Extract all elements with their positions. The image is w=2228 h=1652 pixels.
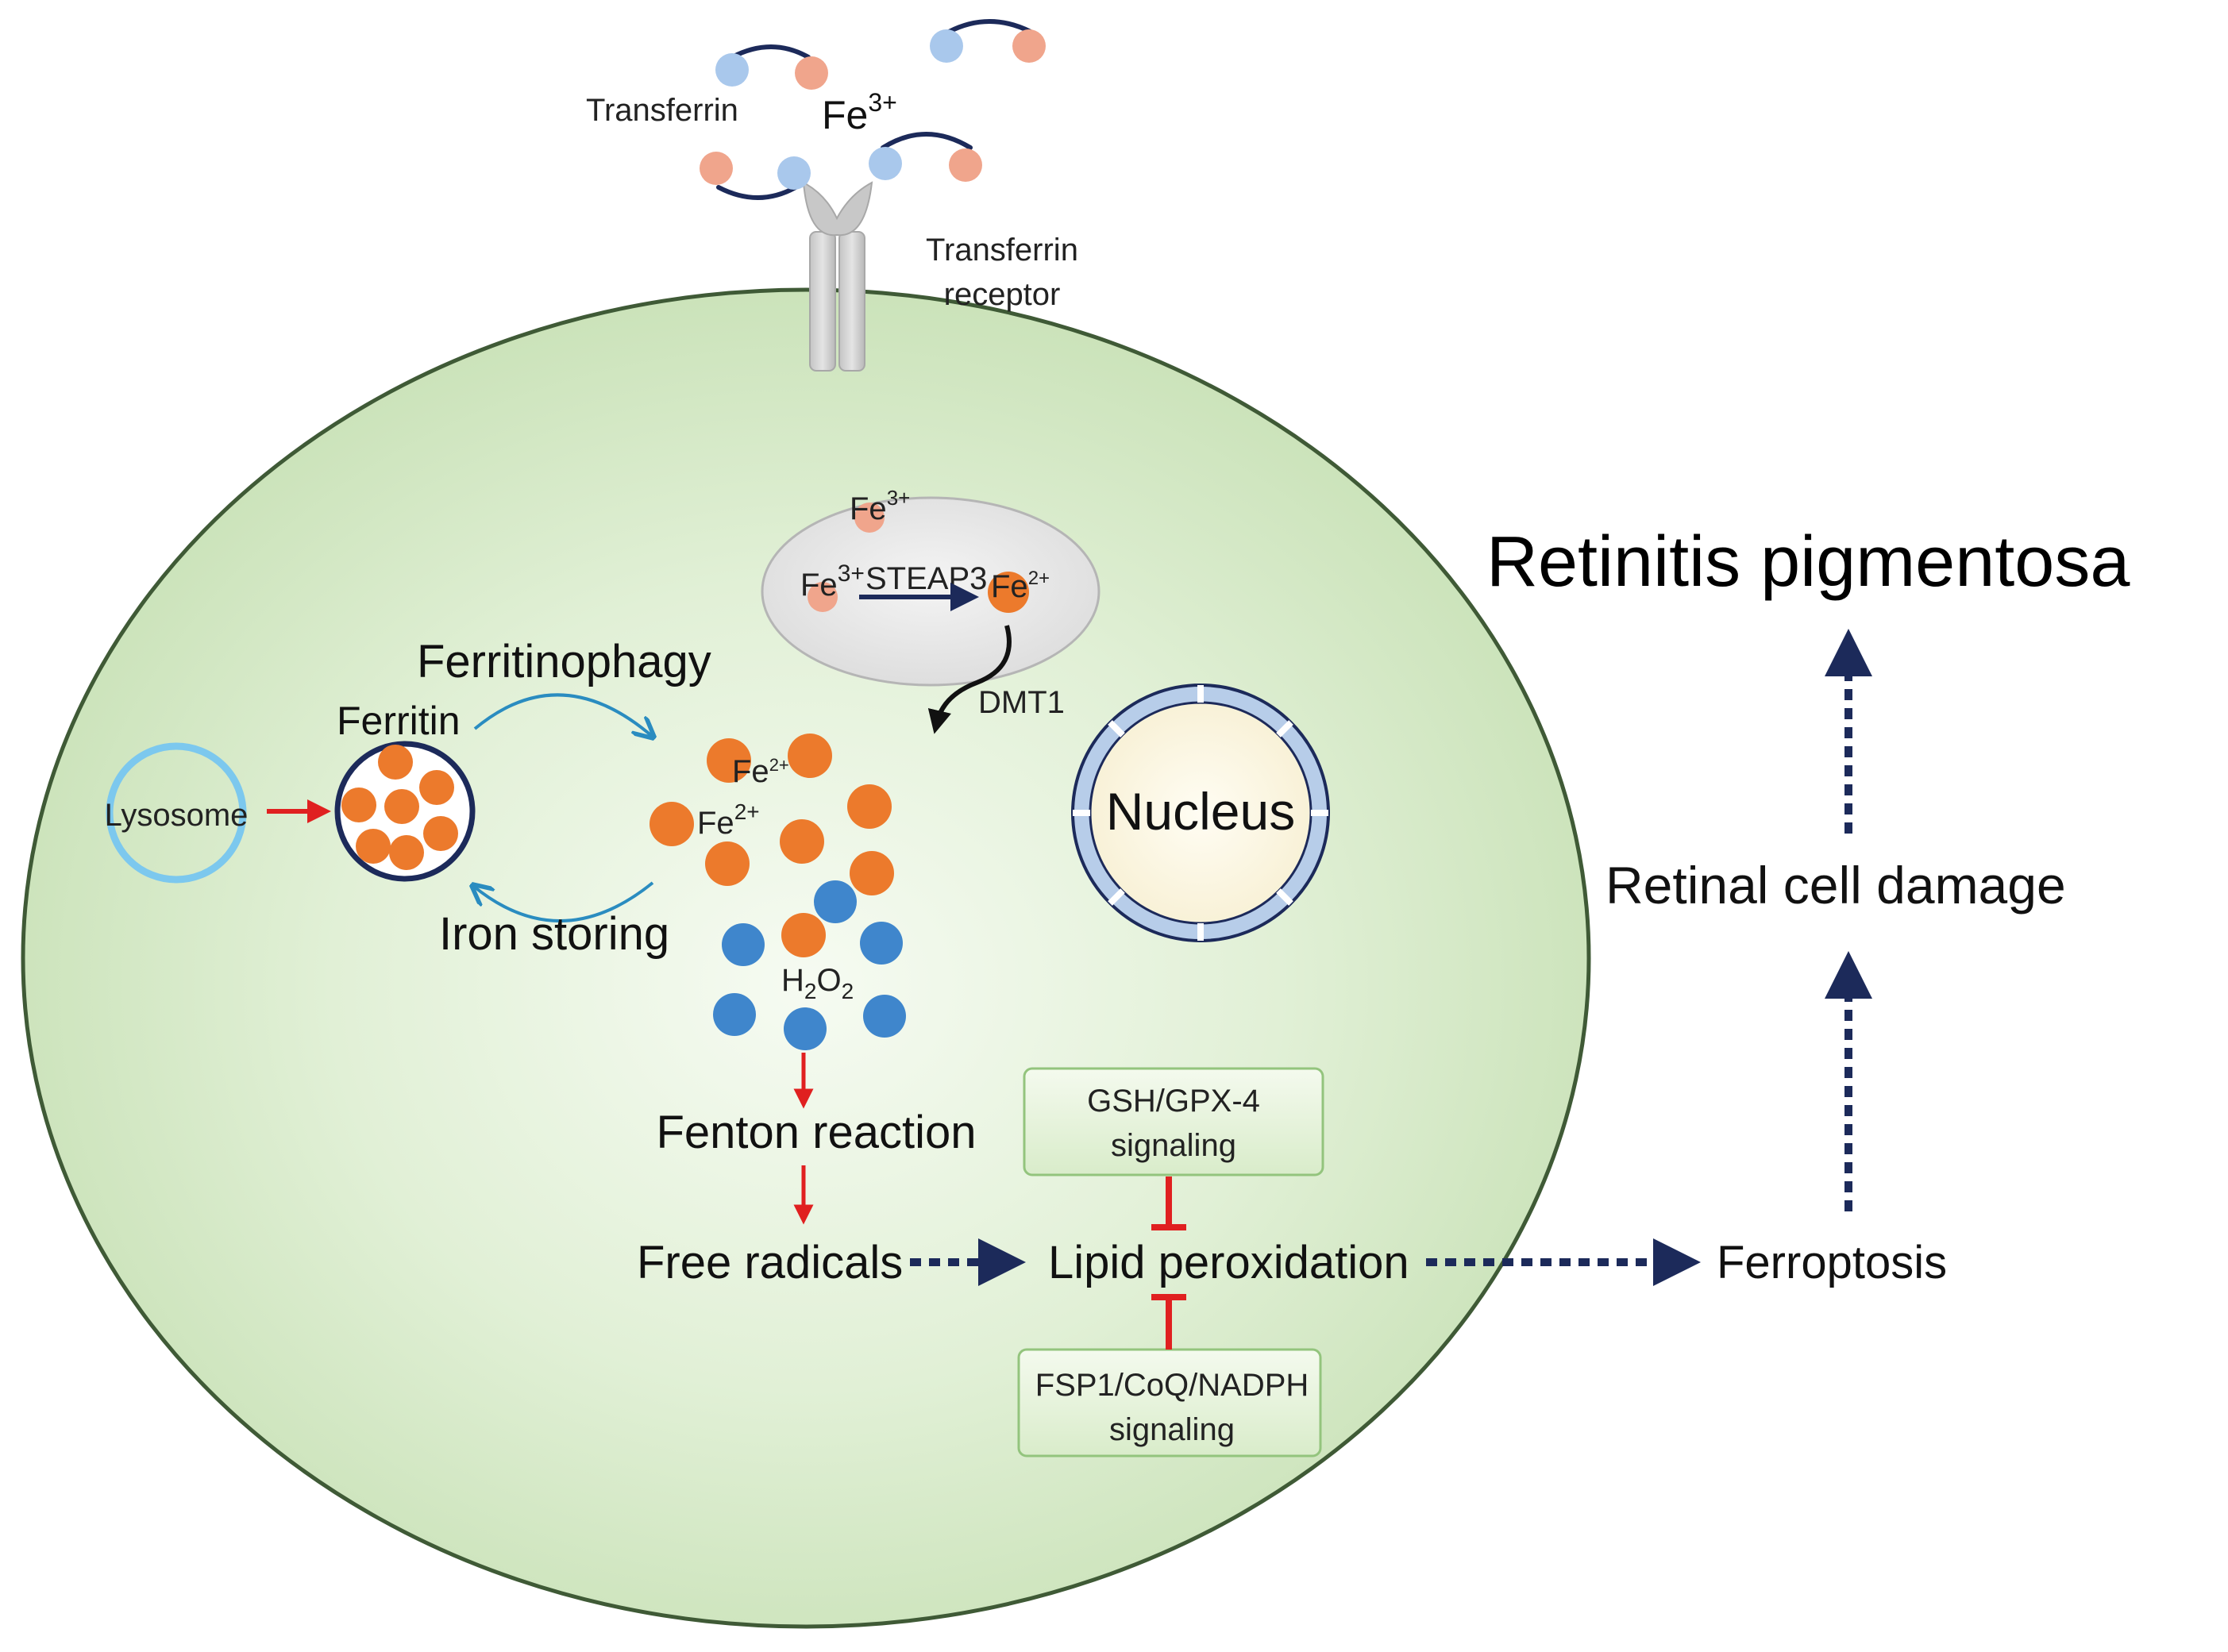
fe3-ion-icon <box>854 503 885 533</box>
inhibition-icon <box>1151 1294 1186 1350</box>
dmt1-arrow <box>927 625 1012 734</box>
h2o2-label: H2O2 <box>781 963 854 1003</box>
fsp1-label-line1: FSP1/CoQ/NADPH <box>1035 1368 1309 1403</box>
gsh-gpx4-label-line2: signaling <box>1111 1128 1236 1163</box>
gsh-gpx4-label-line1: GSH/GPX-4 <box>1087 1084 1260 1119</box>
steap3-label: STEAP3 <box>865 561 987 596</box>
cell-membrane <box>21 287 1591 1629</box>
fe2-ion-icon <box>988 572 1029 613</box>
free-radicals-label: Free radicals <box>637 1237 903 1288</box>
retinal-cell-damage-label: Retinal cell damage <box>1605 856 2066 915</box>
lipid-peroxidation-label: Lipid peroxidation <box>1048 1237 1409 1288</box>
gsh-gpx4-box <box>1023 1067 1324 1176</box>
lysosome-label: Lysosome <box>105 798 249 833</box>
transferrin-iron-icon <box>930 19 1046 63</box>
transferrin-iron-icon <box>715 44 828 90</box>
nucleus-label: Nucleus <box>1106 782 1295 841</box>
ferritinophagy-label: Ferritinophagy <box>417 636 711 687</box>
dmt1-label: DMT1 <box>978 685 1065 720</box>
transferrin-label: Transferrin <box>586 93 738 128</box>
pool-fe2-small-label: Fe2+ <box>732 754 789 789</box>
transferrin-iron-icon <box>869 132 982 182</box>
fe3-top-label: Fe3+ <box>822 88 897 137</box>
transferrin-receptor-label-line1: Transferrin <box>926 233 1078 268</box>
pool-fe2-label: Fe2+ <box>697 799 760 841</box>
nucleus-icon <box>1071 684 1330 942</box>
fsp1-label-line2: signaling <box>1109 1412 1235 1447</box>
iron-storing-arrow <box>473 883 654 922</box>
ferroptosis-label: Ferroptosis <box>1717 1237 1947 1288</box>
transferrin-receptor-label-line2: receptor <box>944 277 1061 312</box>
endosome-fe2-label: Fe2+ <box>991 568 1050 604</box>
transferrin-receptor-icon <box>802 181 873 372</box>
transferrin-iron-icon <box>700 152 811 200</box>
ferritin-label: Ferritin <box>337 699 461 743</box>
iron-storing-label: Iron storing <box>439 908 669 960</box>
endosome-fe3-left-label: Fe3+ <box>800 560 865 603</box>
ferritin-icon <box>334 741 476 882</box>
retinitis-pigmentosa-title: Retinitis pigmentosa <box>1486 522 2130 602</box>
fe3-ion-icon <box>808 582 838 612</box>
inhibition-icon <box>1151 1176 1186 1230</box>
ferritinophagy-arrow <box>473 693 653 737</box>
fe2-ion-icon <box>650 734 894 957</box>
h2o2-molecule-icon <box>713 880 906 1050</box>
endosome <box>761 496 1101 687</box>
fenton-reaction-label: Fenton reaction <box>656 1107 976 1158</box>
lysosome-icon <box>106 742 247 884</box>
endosome-fe3-label: Fe3+ <box>850 486 910 526</box>
